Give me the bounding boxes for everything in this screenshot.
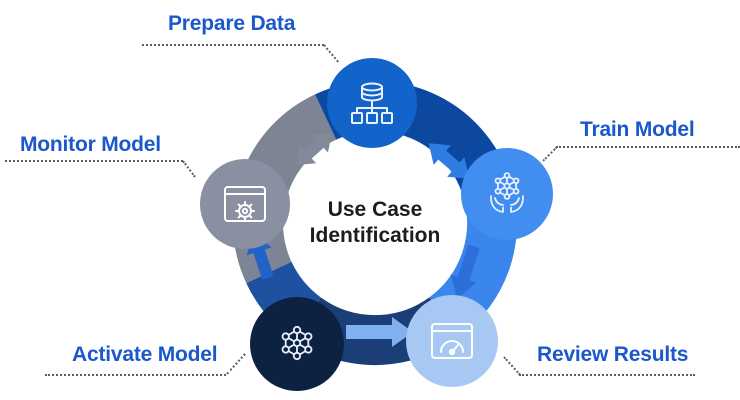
network-graph-icon: [281, 325, 313, 361]
center-label-line2: Identification: [309, 224, 441, 247]
hands-network-icon: [490, 172, 524, 213]
left-arrow-icon: [346, 317, 413, 347]
leader-line-monitor-model: [5, 160, 183, 162]
center-circle: [295, 143, 455, 303]
leader-line-train-model: [556, 146, 740, 148]
label-monitor-model: Monitor Model: [20, 133, 161, 156]
double-arrow-icon: [428, 143, 470, 179]
center-label: Use Case Identification: [310, 197, 441, 250]
center-label-line1: Use Case: [327, 197, 423, 221]
down-arrow-icon: [450, 244, 480, 299]
gear-window-icon: [224, 186, 266, 222]
gauge-window-icon: [431, 323, 473, 359]
database-flow-icon: [351, 82, 393, 124]
label-activate-model: Activate Model: [72, 343, 218, 366]
leader-line-activate-model: [45, 374, 226, 376]
leader-line-prepare-data: [142, 44, 324, 46]
label-prepare-data: Prepare Data: [168, 12, 296, 35]
double-arrow-icon: [296, 132, 332, 166]
leader-line-review-results: [519, 374, 695, 376]
label-train-model: Train Model: [580, 118, 695, 141]
label-review-results: Review Results: [537, 343, 689, 366]
